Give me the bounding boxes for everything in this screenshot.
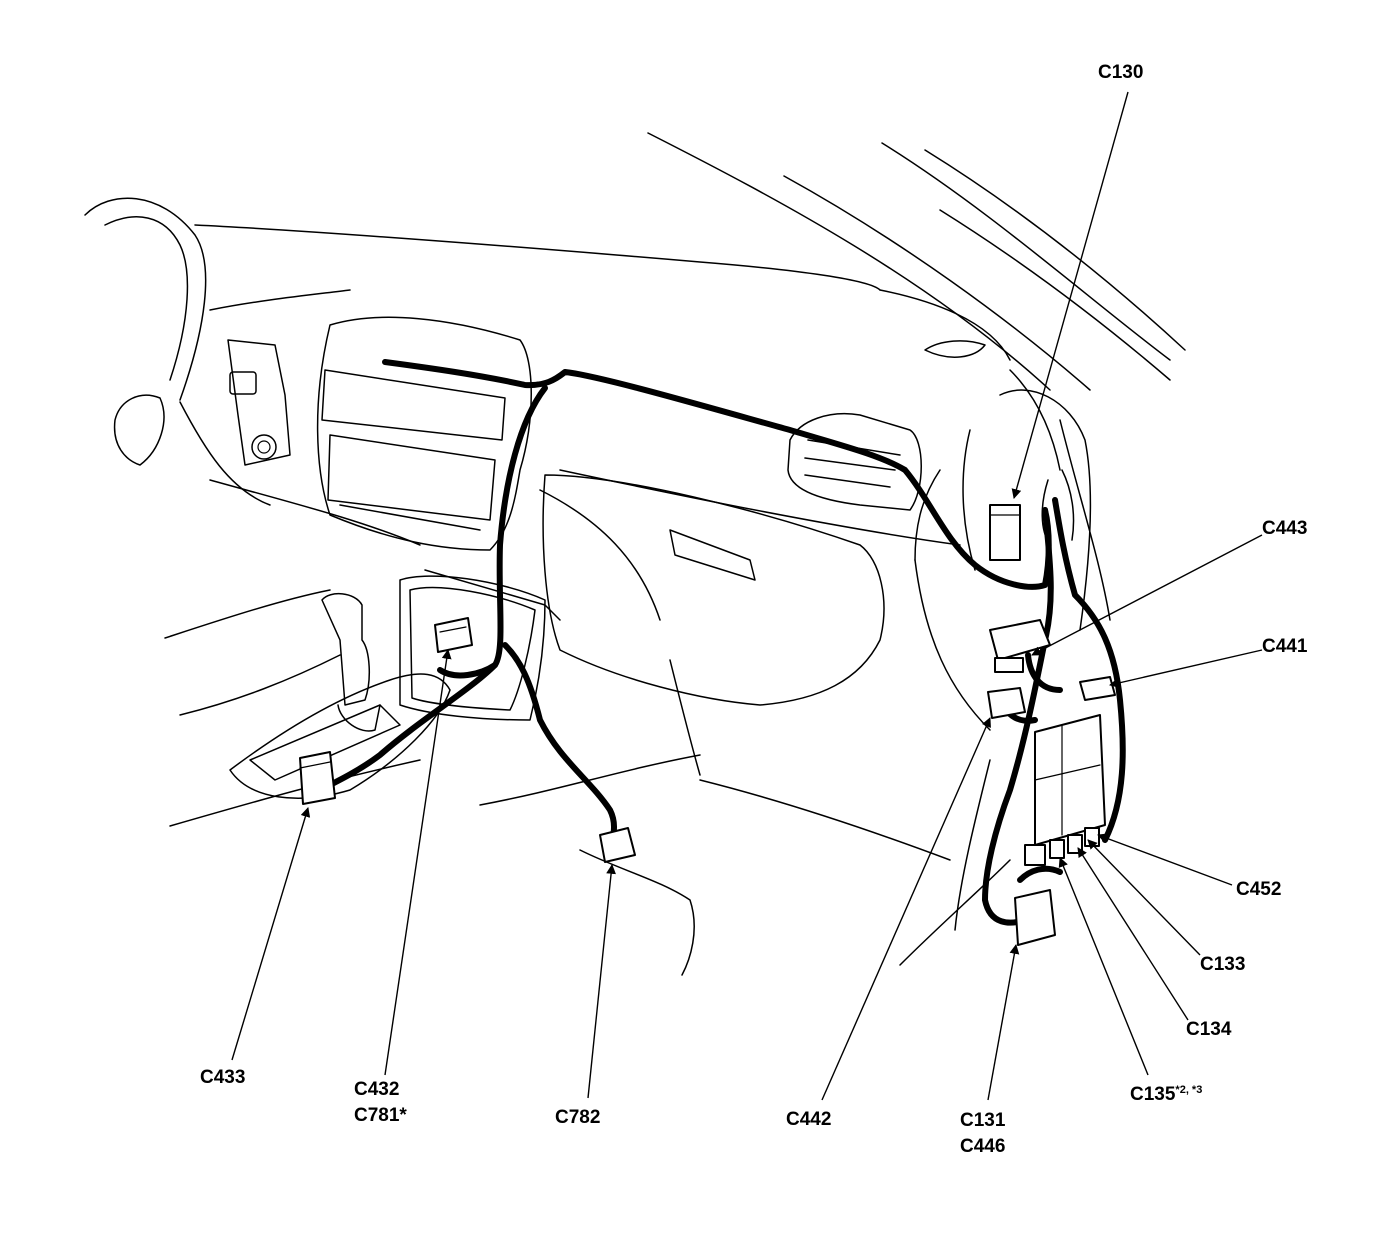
connector-c782 bbox=[599, 827, 636, 863]
connector-c443 bbox=[989, 619, 1051, 673]
label-c443: C443 bbox=[1262, 518, 1308, 539]
steering-wheel bbox=[84, 197, 271, 506]
leader-lines bbox=[231, 91, 1263, 1101]
label-c452: C452 bbox=[1236, 879, 1282, 900]
connector-c130 bbox=[989, 504, 1021, 561]
label-c432: C432 bbox=[354, 1079, 400, 1100]
shifter-console bbox=[229, 569, 561, 799]
connector-c433 bbox=[299, 751, 336, 805]
connector-c441 bbox=[1079, 676, 1116, 701]
label-c133: C133 bbox=[1200, 954, 1246, 975]
harness-wires bbox=[317, 359, 1126, 926]
label-c446: C446 bbox=[960, 1136, 1006, 1157]
connector-c442 bbox=[987, 687, 1026, 719]
glovebox bbox=[542, 474, 885, 706]
label-c135-code: C135 bbox=[1130, 1084, 1176, 1105]
label-c135-footnote: *2, *3 bbox=[1175, 1084, 1203, 1096]
label-c134: C134 bbox=[1186, 1019, 1232, 1040]
label-c441: C441 bbox=[1262, 636, 1308, 657]
center-console bbox=[316, 316, 532, 551]
connector-c432-c781 bbox=[434, 617, 473, 653]
label-c433: C433 bbox=[200, 1067, 246, 1088]
switch-panel bbox=[227, 339, 291, 466]
connector-c131-c446 bbox=[1014, 889, 1056, 946]
center-vent bbox=[787, 413, 922, 511]
kick-panel bbox=[962, 389, 1092, 631]
dashboard-outline bbox=[164, 224, 1111, 976]
label-c130: C130 bbox=[1098, 62, 1144, 83]
label-c135: C135*2, *3 bbox=[1130, 1077, 1202, 1108]
fuse-box bbox=[1024, 714, 1106, 866]
label-c782: C782 bbox=[555, 1107, 601, 1128]
label-c442: C442 bbox=[786, 1109, 832, 1130]
label-c781: C781* bbox=[354, 1105, 407, 1126]
windshield-outline bbox=[647, 132, 1186, 471]
label-c131: C131 bbox=[960, 1110, 1006, 1131]
